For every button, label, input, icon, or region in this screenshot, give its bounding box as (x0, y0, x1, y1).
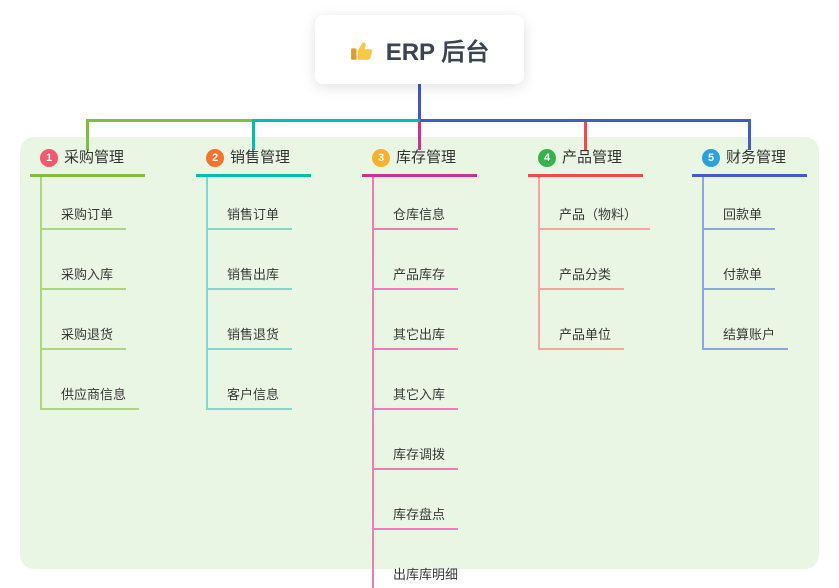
child-label: 结算账户 (723, 327, 776, 342)
branch-drop-line (584, 122, 587, 150)
child-node[interactable]: 采购订单 (42, 177, 127, 230)
child-label: 回款单 (723, 207, 763, 222)
child-node[interactable]: 出库库明细 (374, 530, 471, 588)
child-node[interactable]: 产品单位 (540, 290, 625, 350)
child-label: 产品（物料） (559, 207, 638, 222)
branch-header[interactable]: 2 销售管理 (196, 148, 311, 177)
branch-drop-line (748, 119, 751, 150)
child-node[interactable]: 销售退货 (208, 290, 293, 350)
branch-children: 回款单付款单结算账户 (702, 177, 789, 350)
branch-label: 产品管理 (562, 149, 623, 166)
child-node[interactable]: 库存调拨 (374, 410, 459, 470)
branch: 2 销售管理 销售订单销售出库销售退货客户信息 (196, 148, 311, 410)
root-node[interactable]: ERP 后台 (315, 15, 524, 84)
child-label: 产品库存 (393, 267, 446, 282)
branch-number-badge: 4 (538, 149, 556, 167)
child-label: 采购退货 (61, 327, 114, 342)
child-label: 客户信息 (227, 387, 280, 402)
branch-header[interactable]: 1 采购管理 (30, 148, 145, 177)
branch-label: 库存管理 (396, 149, 457, 166)
child-node[interactable]: 供应商信息 (42, 350, 140, 410)
branch-header[interactable]: 5 财务管理 (692, 148, 807, 177)
bus-segment-right (419, 119, 751, 122)
child-node[interactable]: 仓库信息 (374, 177, 459, 230)
branch-drop-line (252, 119, 255, 150)
child-node[interactable]: 采购入库 (42, 230, 127, 290)
root-connector-line (418, 84, 421, 122)
branch-number-badge: 3 (372, 149, 390, 167)
child-label: 其它入库 (393, 387, 446, 402)
child-label: 产品分类 (559, 267, 612, 282)
child-node[interactable]: 付款单 (704, 230, 776, 290)
root-label: ERP 后台 (385, 39, 490, 66)
child-label: 采购订单 (61, 207, 114, 222)
child-label: 采购入库 (61, 267, 114, 282)
branch: 1 采购管理 采购订单采购入库采购退货供应商信息 (30, 148, 145, 410)
child-node[interactable]: 产品分类 (540, 230, 625, 290)
branches-panel (20, 137, 819, 569)
branch: 3 库存管理 仓库信息产品库存其它出库其它入库库存调拨库存盘点出库库明细 (362, 148, 477, 588)
thumbs-up-icon (350, 37, 376, 63)
bus-segment-mid (252, 119, 420, 122)
child-node[interactable]: 客户信息 (208, 350, 293, 410)
branch-children: 采购订单采购入库采购退货供应商信息 (40, 177, 140, 410)
child-label: 付款单 (723, 267, 763, 282)
branch-label: 财务管理 (726, 149, 787, 166)
branch-label: 采购管理 (64, 149, 125, 166)
branch-children: 产品（物料） 产品分类产品单位 (538, 177, 651, 350)
child-node[interactable]: 回款单 (704, 177, 776, 230)
branch-header[interactable]: 4 产品管理 (528, 148, 643, 177)
child-label: 其它出库 (393, 327, 446, 342)
child-label: 销售出库 (227, 267, 280, 282)
branch-drop-line (418, 122, 421, 150)
child-node[interactable]: 其它出库 (374, 290, 459, 350)
child-node[interactable]: 库存盘点 (374, 470, 459, 530)
branch: 4 产品管理 产品（物料） 产品分类产品单位 (528, 148, 651, 350)
branch-label: 销售管理 (230, 149, 291, 166)
child-label: 仓库信息 (393, 207, 446, 222)
branch-number-badge: 1 (40, 149, 58, 167)
child-label: 销售订单 (227, 207, 280, 222)
child-node[interactable]: 结算账户 (704, 290, 789, 350)
branch: 5 财务管理 回款单付款单结算账户 (692, 148, 807, 350)
child-label: 产品单位 (559, 327, 612, 342)
bus-segment-left (86, 119, 254, 122)
child-node[interactable]: 产品库存 (374, 230, 459, 290)
child-label: 库存调拨 (393, 447, 446, 462)
child-label: 出库库明细 (393, 567, 459, 582)
branch-header[interactable]: 3 库存管理 (362, 148, 477, 177)
child-node[interactable]: 产品（物料） (540, 177, 651, 230)
branch-number-badge: 5 (702, 149, 720, 167)
branch-drop-line (86, 119, 89, 150)
branch-number-badge: 2 (206, 149, 224, 167)
child-node[interactable]: 采购退货 (42, 290, 127, 350)
child-label: 库存盘点 (393, 507, 446, 522)
child-node[interactable]: 销售订单 (208, 177, 293, 230)
child-node[interactable]: 其它入库 (374, 350, 459, 410)
branch-children: 销售订单销售出库销售退货客户信息 (206, 177, 293, 410)
child-label: 供应商信息 (61, 387, 127, 402)
branch-children: 仓库信息产品库存其它出库其它入库库存调拨库存盘点出库库明细 (372, 177, 471, 588)
child-node[interactable]: 销售出库 (208, 230, 293, 290)
child-label: 销售退货 (227, 327, 280, 342)
